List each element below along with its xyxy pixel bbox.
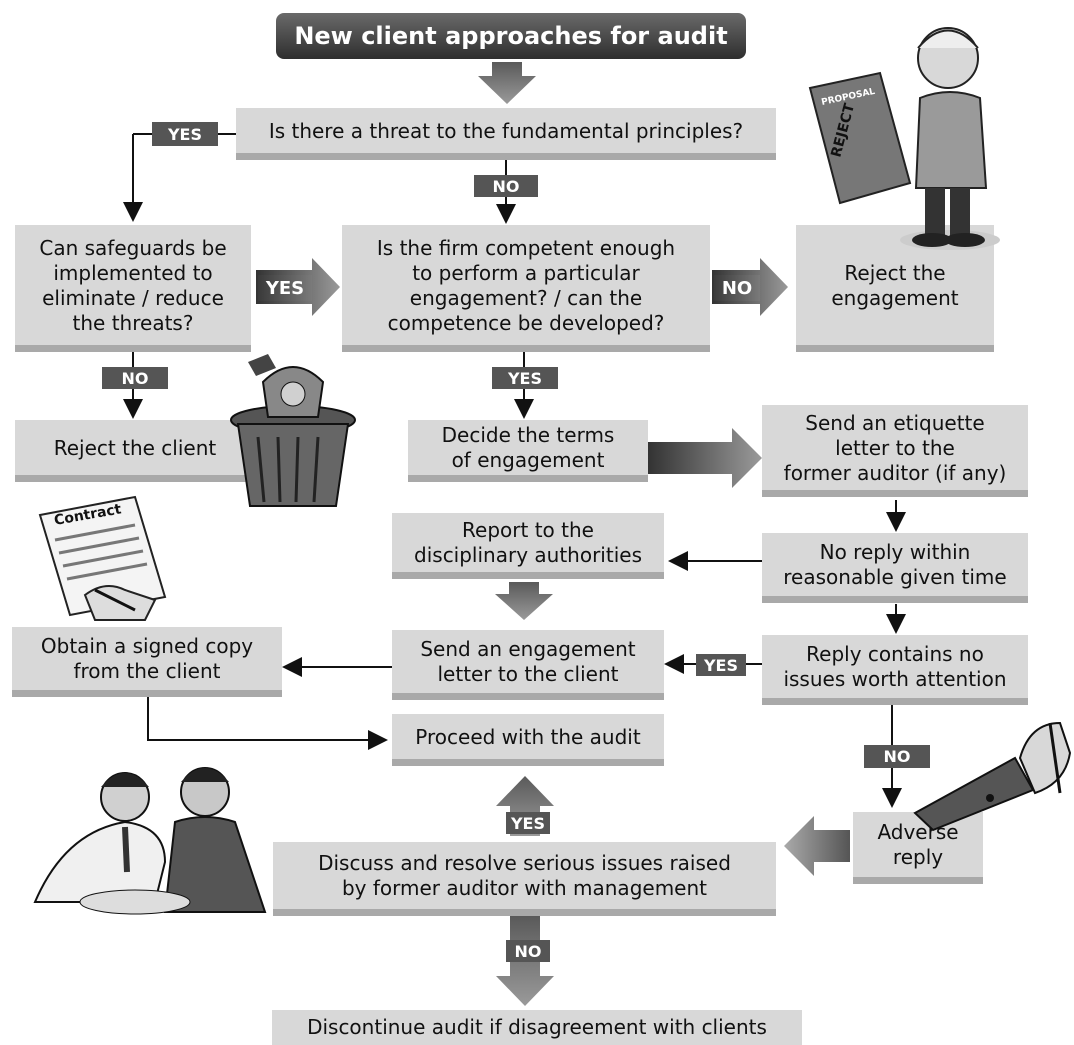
label-yes-safeguards: YES bbox=[258, 275, 312, 301]
node-proceed-audit: Proceed with the audit bbox=[392, 714, 664, 766]
node-threat-question: Is there a threat to the fundamental pri… bbox=[236, 108, 776, 160]
contract-signing-illustration: Contract bbox=[38, 495, 167, 621]
label-yes-discuss: YES bbox=[506, 812, 550, 834]
node-no-reply: No reply within reasonable given time bbox=[762, 533, 1028, 603]
node-reject-client: Reject the client bbox=[15, 420, 255, 482]
node-safeguards-question: Can safeguards be implemented to elimina… bbox=[15, 225, 251, 352]
label-no-reply: NO bbox=[864, 745, 930, 768]
label-no-competent: NO bbox=[714, 275, 760, 301]
label-no-threat: NO bbox=[474, 175, 538, 197]
start-node-title: New client approaches for audit bbox=[276, 13, 746, 59]
arrow-adverse-to-discuss bbox=[784, 816, 850, 876]
node-discontinue-audit: Discontinue audit if disagreement with c… bbox=[272, 1010, 802, 1045]
node-obtain-signed-copy: Obtain a signed copy from the client bbox=[12, 627, 282, 697]
thumbs-down-hand-illustration bbox=[913, 721, 1072, 832]
node-etiquette-letter: Send an etiquette letter to the former a… bbox=[762, 405, 1028, 497]
node-decide-terms: Decide the terms of engagement bbox=[408, 420, 648, 482]
two-men-discussing-illustration bbox=[33, 767, 267, 915]
label-no-safeguards: NO bbox=[102, 367, 168, 389]
man-holding-rejected-proposal-illustration: PROPOSAL REJECT bbox=[808, 27, 1000, 250]
arrow-terms-to-etiquette bbox=[648, 428, 762, 488]
node-report-authorities: Report to the disciplinary authorities bbox=[392, 513, 664, 579]
node-discuss-resolve: Discuss and resolve serious issues raise… bbox=[273, 842, 776, 916]
node-reply-no-issues: Reply contains no issues worth attention bbox=[762, 635, 1028, 705]
arrow-title-down bbox=[478, 62, 536, 104]
arrow-report-down bbox=[495, 582, 553, 620]
node-adverse-reply: Adverse reply bbox=[853, 812, 983, 884]
man-in-trash-can-illustration bbox=[230, 354, 356, 507]
label-no-discuss: NO bbox=[506, 940, 550, 962]
label-yes-competent: YES bbox=[492, 367, 558, 389]
node-send-engagement-letter: Send an engagement letter to the client bbox=[392, 630, 664, 700]
node-competence-question: Is the firm competent enough to perform … bbox=[342, 225, 710, 352]
label-yes-threat: YES bbox=[152, 122, 218, 146]
label-yes-reply: YES bbox=[696, 654, 746, 676]
